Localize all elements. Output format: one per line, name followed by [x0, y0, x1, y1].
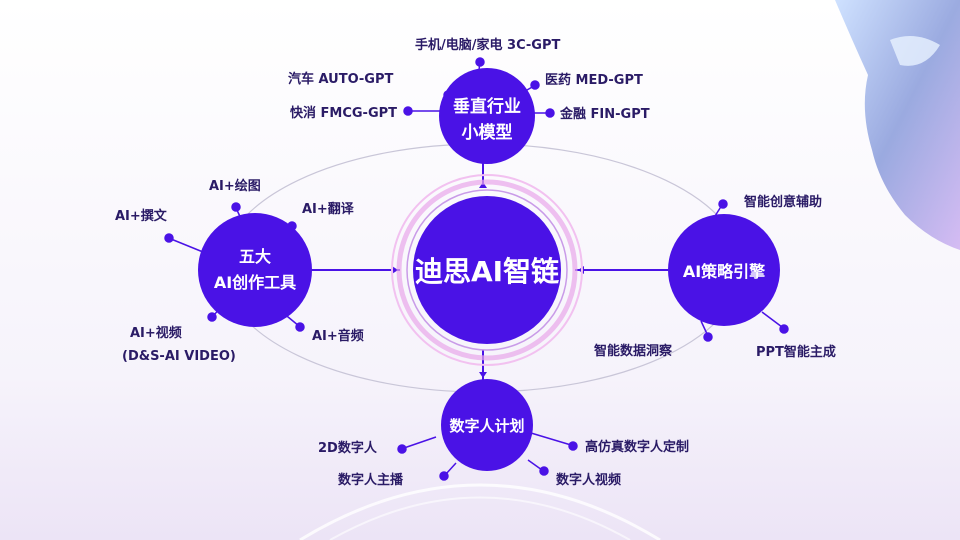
leaf-med: 医药 MED-GPT: [545, 72, 643, 88]
hub-vertical-line2: 小模型: [462, 122, 513, 143]
leaf-auto: 汽车 AUTO-GPT: [288, 71, 393, 87]
leaf-labels: 手机/电脑/家电 3C-GPT 汽车 AUTO-GPT 医药 MED-GPT 快…: [115, 37, 836, 488]
leaf-dvideo: 数字人视频: [556, 472, 621, 488]
arrow-up-icon: [479, 182, 487, 188]
arrow-left-icon: [392, 266, 398, 274]
leaf-video: AI+视频: [130, 325, 182, 341]
center-label: 迪思AI智链: [415, 255, 559, 288]
hub-tools-line2: AI创作工具: [214, 273, 296, 292]
hub-vertical-line1: 垂直行业: [453, 96, 521, 117]
leaf-draw: AI+绘图: [209, 178, 261, 194]
hub-vertical: 垂直行业 小模型: [439, 68, 535, 164]
arrow-down-icon: [479, 372, 487, 378]
leaf-video-sub: (D&S-AI VIDEO): [122, 349, 236, 364]
leaf-audio: AI+音频: [312, 328, 364, 344]
hub-tools: 五大 AI创作工具: [198, 213, 312, 327]
floor-arc-decor: [299, 483, 661, 540]
center-node: 迪思AI智链: [391, 174, 583, 366]
leaf-ppt: PPT智能主成: [756, 344, 836, 360]
leaf-write: AI+撰文: [115, 208, 168, 224]
leaf-2d: 2D数字人: [318, 440, 378, 456]
robot-eye-decor: [890, 36, 940, 66]
floor-arc-decor-2: [329, 496, 631, 540]
leaf-fmcg: 快消 FMCG-GPT: [290, 105, 397, 121]
hub-strategy-label: AI策略引擎: [683, 262, 766, 281]
hub-strategy: AI策略引擎: [668, 214, 780, 326]
leaf-anchor: 数字人主播: [338, 472, 404, 488]
hub-digital-label: 数字人计划: [449, 417, 524, 435]
leaf-custom: 高仿真数字人定制: [585, 439, 689, 455]
leaf-phone: 手机/电脑/家电 3C-GPT: [415, 37, 561, 53]
hub-tools-line1: 五大: [239, 247, 271, 266]
leaf-fin: 金融 FIN-GPT: [559, 106, 650, 122]
hub-digital: 数字人计划: [441, 379, 533, 471]
leaf-translate: AI+翻译: [302, 201, 355, 217]
background-decor: [299, 0, 960, 540]
leaf-data-insight: 智能数据洞察: [594, 343, 673, 359]
leaf-creative: 智能创意辅助: [744, 194, 822, 210]
robot-face-decor: [835, 0, 960, 250]
